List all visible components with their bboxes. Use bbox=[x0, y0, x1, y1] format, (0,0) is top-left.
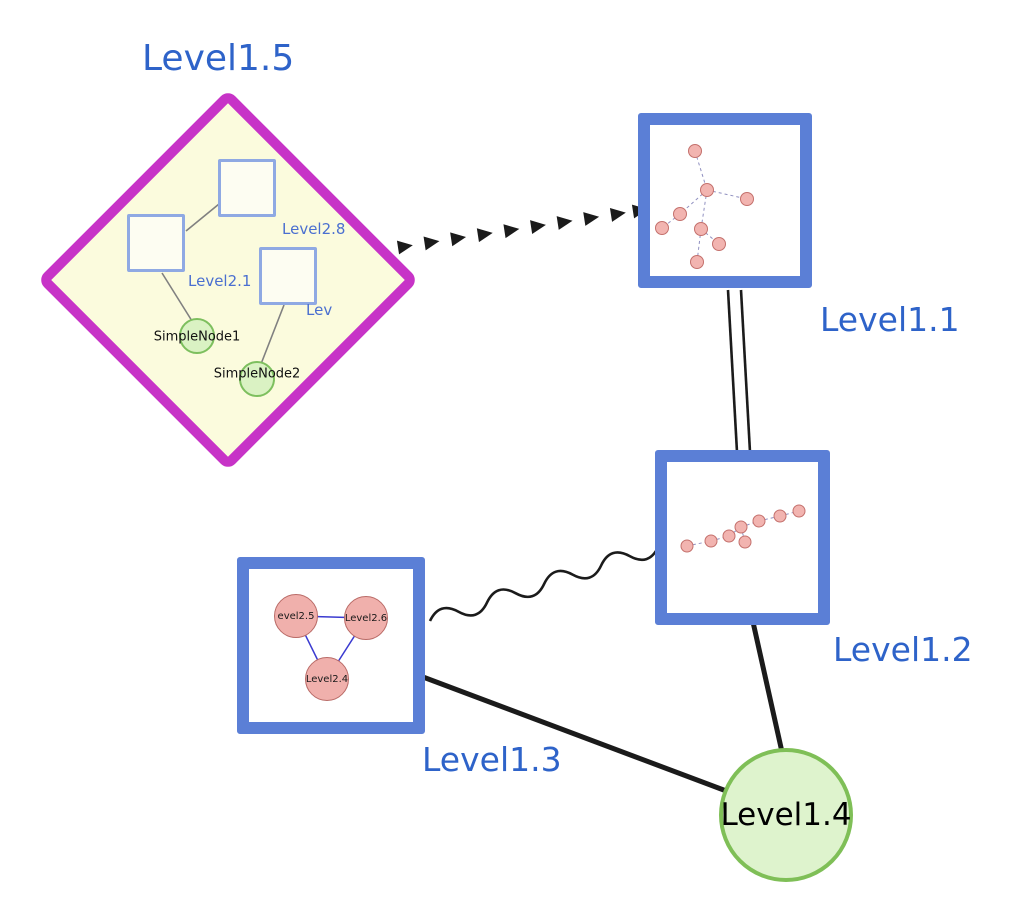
square-level2-8[interactable] bbox=[218, 159, 276, 217]
label-simplenode1: SimpleNode1 bbox=[153, 329, 241, 345]
edge-level13-level12[interactable] bbox=[428, 539, 661, 628]
label-simplenode2: SimpleNode2 bbox=[213, 366, 301, 382]
square-level2-1[interactable] bbox=[127, 214, 185, 272]
label-level2-6: Level2.6 bbox=[344, 612, 388, 624]
label-level2-8: Level2.8 bbox=[282, 220, 346, 238]
node-level2-6[interactable]: Level2.6 bbox=[344, 596, 388, 640]
node-level2-4[interactable]: Level2.4 bbox=[305, 657, 349, 701]
label-level2-5: evel2.5 bbox=[277, 610, 315, 622]
label-level1-1: Level1.1 bbox=[820, 300, 960, 339]
edge-level12-level14[interactable] bbox=[750, 621, 785, 753]
edge-level11-level12[interactable] bbox=[726, 289, 752, 453]
node-simplenode2[interactable] bbox=[239, 361, 275, 397]
square-lev[interactable] bbox=[259, 247, 317, 305]
node-level2-5[interactable]: evel2.5 bbox=[274, 594, 318, 638]
label-level2-4: Level2.4 bbox=[305, 673, 349, 685]
label-level1-5: Level1.5 bbox=[142, 38, 295, 79]
node-level1-1[interactable] bbox=[638, 113, 812, 288]
node-level1-4[interactable]: Level1.4 bbox=[719, 748, 853, 882]
edge-level15-level11[interactable] bbox=[396, 202, 649, 255]
node-simplenode1[interactable] bbox=[179, 318, 215, 354]
node-level1-3[interactable] bbox=[237, 557, 425, 734]
label-level2-1: Level2.1 bbox=[188, 272, 252, 290]
label-level1-4: Level1.4 bbox=[720, 797, 852, 833]
node-level1-2[interactable] bbox=[655, 450, 830, 625]
label-level1-3: Level1.3 bbox=[422, 740, 562, 779]
label-lev: Lev bbox=[306, 301, 333, 319]
label-level1-2: Level1.2 bbox=[833, 630, 973, 669]
